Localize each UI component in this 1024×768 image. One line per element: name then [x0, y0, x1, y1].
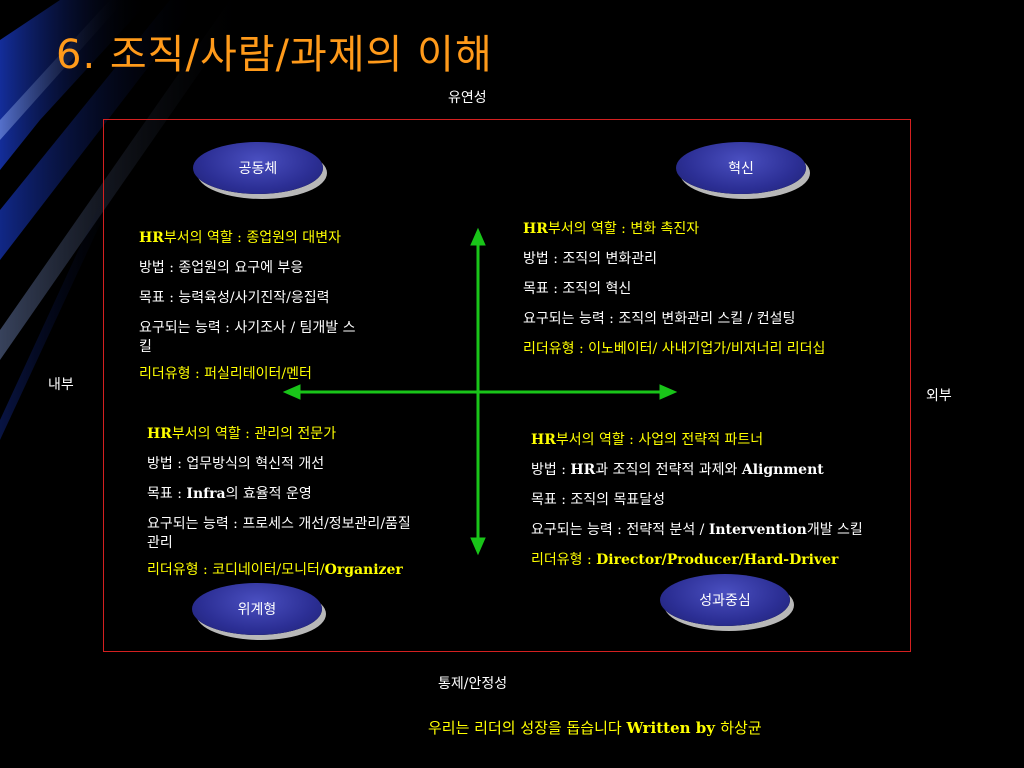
quadrant-top-right: HR부서의 역할 : 변화 촉진자 방법 : 조직의 변화관리 목표 : 조직의…	[523, 220, 913, 370]
oval-hierarchy: 위계형	[192, 583, 322, 635]
oval-innovation: 혁신	[676, 142, 806, 194]
axis-label-left: 내부	[48, 377, 74, 393]
method-line: 방법 : 업무방식의 혁신적 개선	[147, 456, 325, 472]
footer-text: 우리는 리더의 성장을 돕습니다	[428, 719, 627, 737]
leader-line: 리더유형 : 퍼실리테이터/멘터	[139, 366, 312, 382]
arrow-up-icon	[470, 227, 486, 246]
goal-line: 목표 : 능력육성/사기진작/응집력	[139, 290, 330, 306]
role-line: HR부서의 역할 : 변화 촉진자	[523, 221, 700, 237]
method-line: 방법 : 종업원의 요구에 부응	[139, 260, 304, 276]
footer-credit: 우리는 리더의 성장을 돕습니다 Written by 하상균	[428, 717, 762, 738]
arrow-left-icon	[282, 384, 301, 400]
oval-performance: 성과중심	[660, 574, 790, 626]
goal-line: 목표 : 조직의 혁신	[523, 281, 632, 297]
leader-line: 리더유형 : Director/Producer/Hard-Driver	[531, 552, 839, 568]
quadrant-top-left: HR부서의 역할 : 종업원의 대변자 방법 : 종업원의 요구에 부응 목표 …	[139, 229, 429, 395]
ability-line: 요구되는 능력 : 조직의 변화관리 스킬 / 컨설팅	[523, 311, 796, 327]
role-line: HR부서의 역할 : 사업의 전략적 파트너	[531, 432, 764, 448]
arrow-right-icon	[659, 384, 678, 400]
axis-label-top: 유연성	[448, 90, 487, 106]
quadrant-frame	[103, 119, 911, 652]
arrow-down-icon	[470, 537, 486, 556]
oval-community: 공동체	[193, 142, 323, 194]
method-line: 방법 : HR과 조직의 전략적 과제와 Alignment	[531, 462, 824, 478]
leader-line: 리더유형 : 이노베이터/ 사내기업가/비저너리 리더십	[523, 341, 826, 357]
goal-line: 목표 : 조직의 목표달성	[531, 492, 665, 508]
ability-line: 요구되는 능력 : 전략적 분석 / Intervention개발 스킬	[531, 522, 863, 538]
quadrant-bottom-right: HR부서의 역할 : 사업의 전략적 파트너 방법 : HR과 조직의 전략적 …	[531, 431, 916, 581]
footer-author: 하상균	[720, 719, 762, 737]
method-line: 방법 : 조직의 변화관리	[523, 251, 657, 267]
footer-written-by: Written by	[626, 719, 721, 737]
role-line: HR부서의 역할 : 종업원의 대변자	[139, 230, 341, 246]
axis-label-right: 외부	[926, 388, 952, 404]
quadrant-bottom-left: HR부서의 역할 : 관리의 전문가 방법 : 업무방식의 혁신적 개선 목표 …	[147, 425, 482, 591]
page-title: 6. 조직/사람/과제의 이해	[56, 32, 493, 78]
leader-line: 리더유형 : 코디네이터/모니터/Organizer	[147, 562, 403, 578]
goal-line: 목표 : Infra의 효율적 운영	[147, 486, 312, 502]
axis-label-bottom: 통제/안정성	[438, 676, 508, 692]
role-line: HR부서의 역할 : 관리의 전문가	[147, 426, 337, 442]
